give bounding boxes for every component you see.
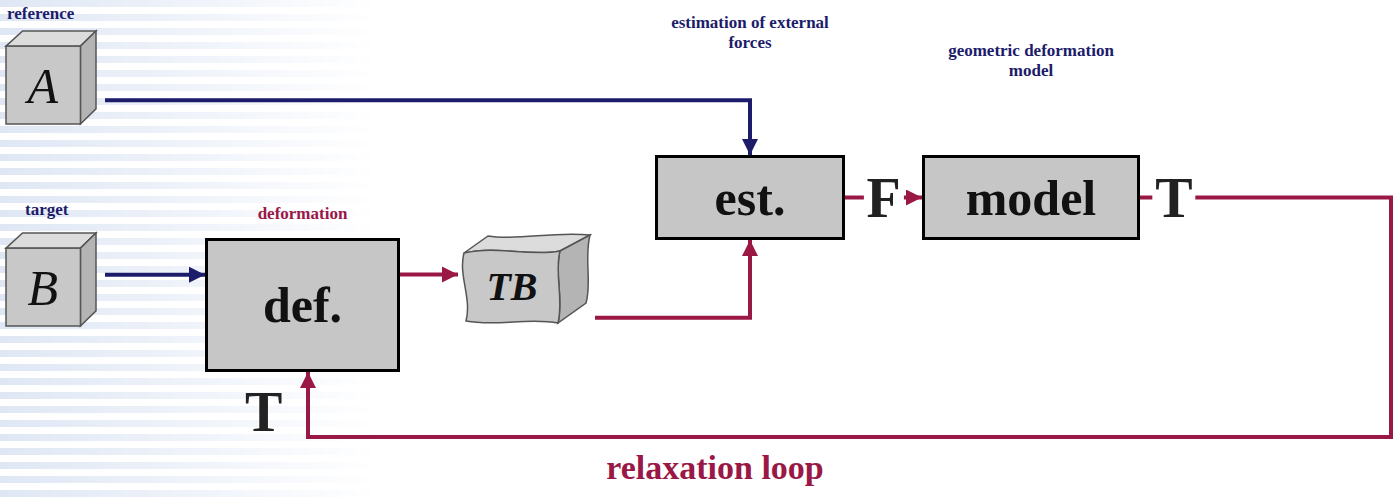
loop-label: relaxation loop [606,451,824,485]
arrow-connector [595,240,750,318]
cube-figure: referenceA [5,30,97,125]
node-heading: reference [7,4,74,24]
arrow-connector [105,100,750,155]
node-heading: target [25,200,68,220]
cube-figure: TB [458,233,593,325]
node-heading: deformation [193,204,413,224]
process-box: deformationdef. [205,238,400,372]
node-label: def. [205,238,400,372]
signal-label: F [863,170,903,226]
arrow-connector [308,198,1391,438]
cube-figure: targetB [5,232,97,327]
signal-label: T [245,384,282,440]
node-text: A [27,57,58,115]
node-text: def. [263,276,342,334]
node-text: est. [715,169,786,227]
node-text: TB [486,263,537,310]
arrow-connector [400,272,458,276]
arrow-connector [105,273,205,277]
node-label: B [5,248,80,327]
node-label: model [922,155,1140,240]
node-heading: estimation of external forces [665,13,835,53]
node-heading: geometric deformation model [946,41,1116,81]
process-box: geometric deformation modelmodel [922,155,1140,240]
process-box: estimation of external forcesest. [655,155,845,240]
node-label: est. [655,155,845,240]
node-text: model [966,169,1097,227]
node-label: TB [462,251,562,321]
node-text: B [27,259,58,317]
node-label: A [5,46,80,125]
signal-label: T [1152,170,1195,226]
